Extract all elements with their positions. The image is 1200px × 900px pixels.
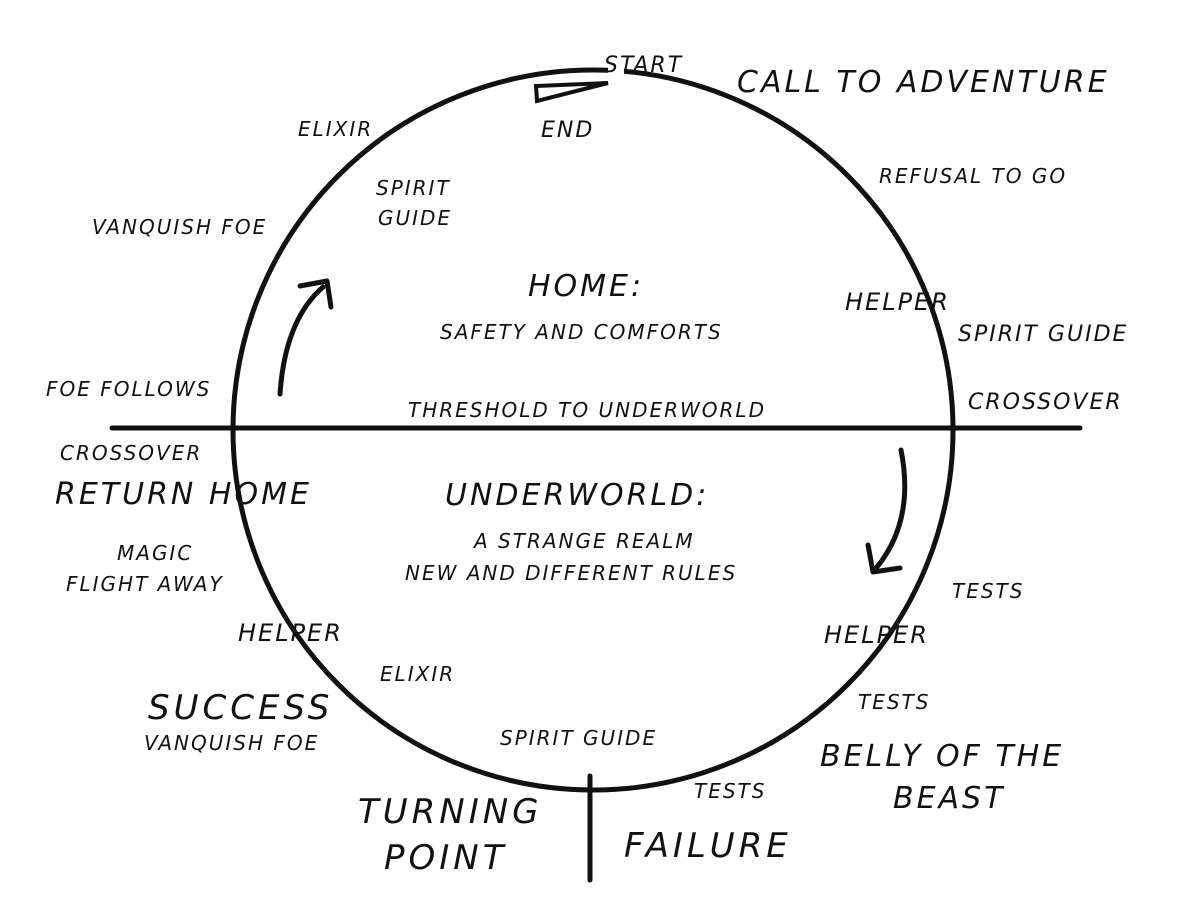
belly-label-line2: BEAST (893, 781, 1005, 816)
tests-right-upper-label: TESTS (952, 579, 1024, 603)
turning-label-line1: TURNING (358, 792, 543, 832)
down-arrow-shaft (874, 447, 908, 570)
return-home-label: RETURN HOME (55, 477, 312, 512)
down-arrow-head (865, 542, 903, 575)
helper-right-bottom-label: HELPER (824, 621, 929, 649)
elixir-bottom-label: ELIXIR (380, 662, 455, 686)
spirit-guide-right-label: SPIRIT GUIDE (958, 322, 1128, 347)
spirit-guide-top-label-line1: SPIRIT (376, 176, 451, 200)
up-arrow-shaft (277, 284, 326, 397)
underworld-title: UNDERWORLD: (445, 478, 709, 513)
elixir-top-label: ELIXIR (298, 117, 373, 141)
refusal-to-go-label: REFUSAL TO GO (879, 164, 1067, 188)
turning-label-line2: POINT (384, 838, 508, 878)
success-label: SUCCESS (148, 688, 333, 728)
vanquish-foe-bottom-label: VANQUISH FOE (144, 731, 319, 755)
underworld-line1: A STRANGE REALM (472, 529, 695, 553)
magic-label-line1: MAGIC (117, 541, 193, 565)
tests-bottom-label: TESTS (694, 779, 766, 803)
crossover-right-label: CROSSOVER (968, 390, 1123, 415)
failure-label: FAILURE (624, 826, 792, 866)
home-title: HOME: (528, 269, 644, 304)
magic-label-line2: FLIGHT AWAY (66, 572, 224, 596)
up-arrow-head (297, 278, 334, 310)
call-to-adventure-label: CALL TO ADVENTURE (737, 65, 1110, 100)
foe-follows-label: FOE FOLLOWS (46, 377, 211, 401)
tests-right-lower-label: TESTS (858, 690, 930, 714)
spirit-guide-top-label-line2: GUIDE (378, 206, 452, 230)
home-subtitle: SAFETY AND COMFORTS (440, 320, 723, 344)
spirit-guide-bottom-label: SPIRIT GUIDE (500, 726, 657, 750)
cycle-gap (608, 60, 624, 84)
belly-label-line1: BELLY OF THE (820, 739, 1064, 774)
start-label: START (604, 53, 683, 78)
start-end-arrowhead (533, 81, 609, 104)
threshold-label: THRESHOLD TO UNDERWORLD (408, 398, 766, 422)
helper-left-bottom-label: HELPER (238, 619, 343, 647)
end-label: END (541, 118, 594, 143)
helper-right-top-label: HELPER (845, 288, 950, 316)
vanquish-foe-top-label: VANQUISH FOE (92, 215, 267, 239)
crossover-left-label: CROSSOVER (60, 441, 202, 465)
underworld-line2: NEW AND DIFFERENT RULES (405, 561, 737, 585)
